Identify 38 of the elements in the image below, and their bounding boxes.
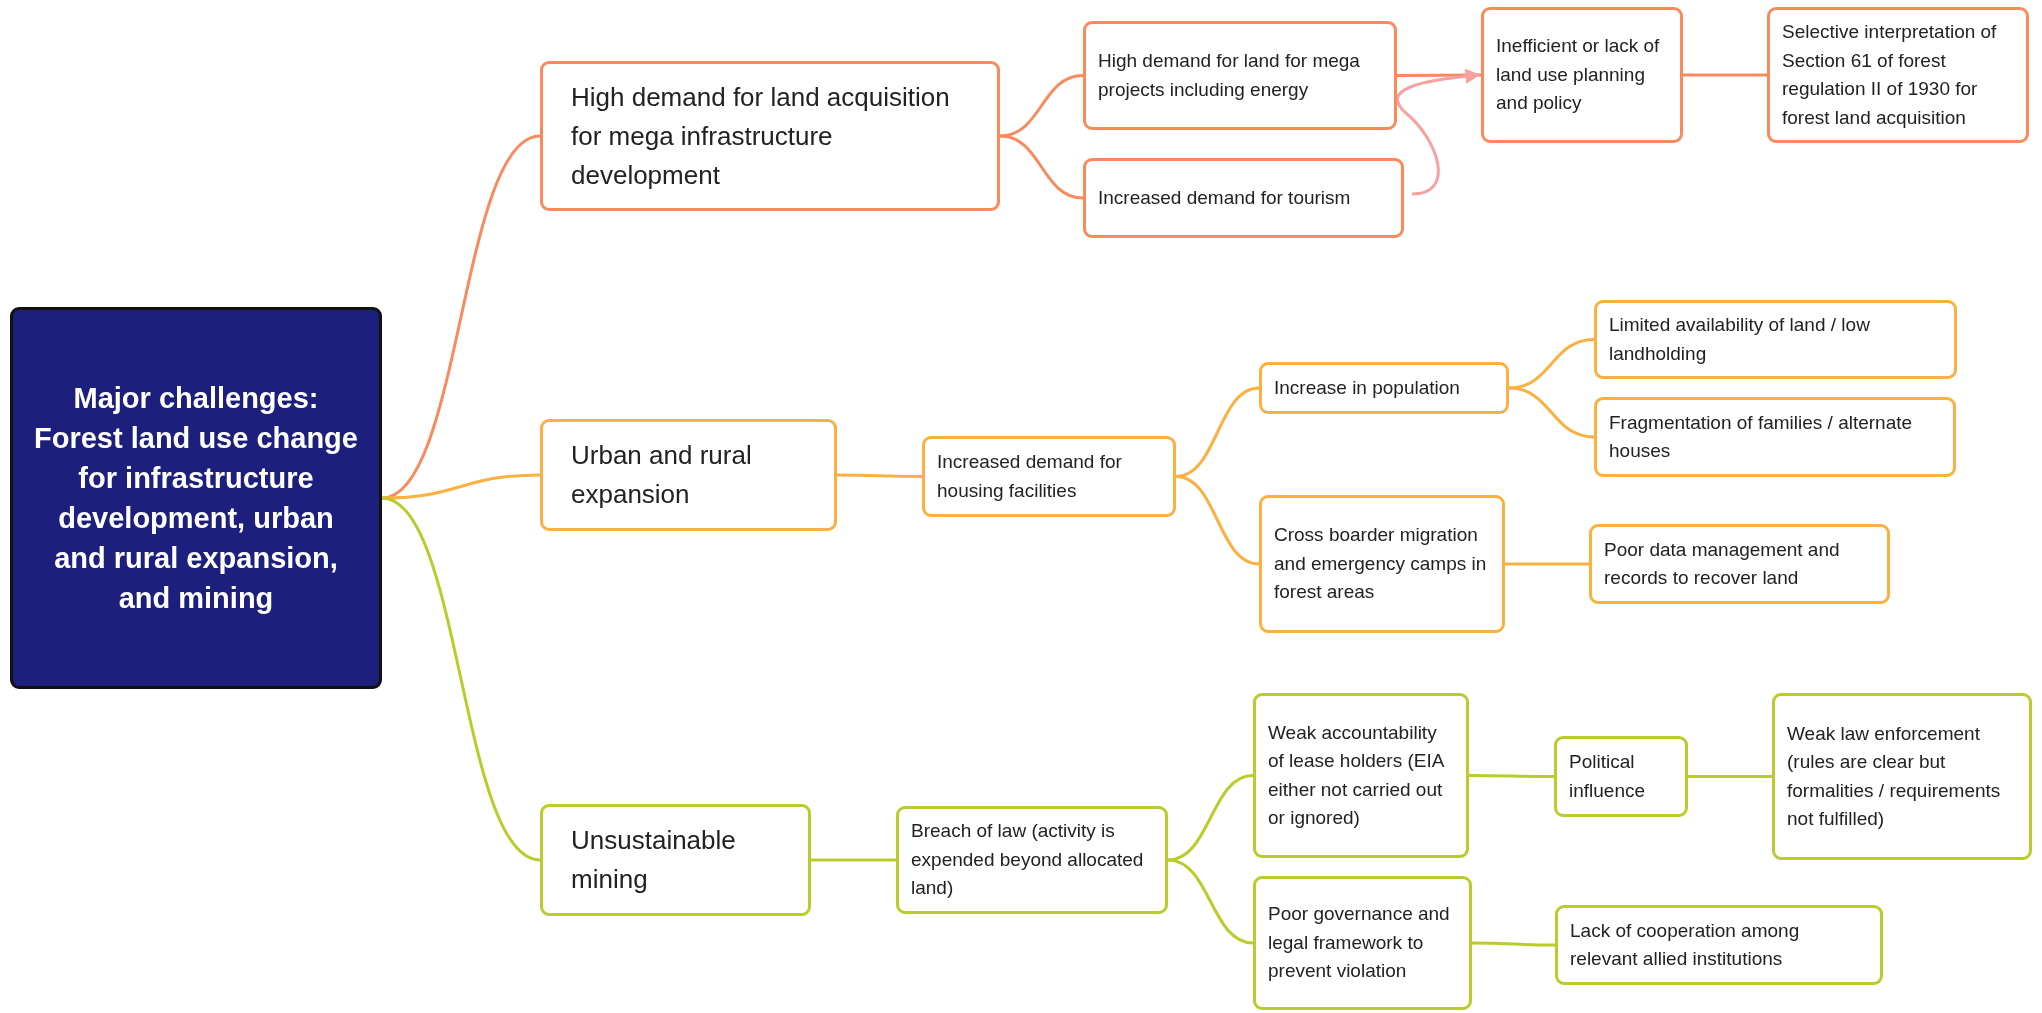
branch-box: Fragmentation of families / alternate houses <box>1594 397 1956 477</box>
branch-box: Increased demand for housing facilities <box>922 436 1176 517</box>
branch-box: Increased demand for tourism <box>1083 158 1404 238</box>
branch-box: High demand for land acquisition for mega infrastructure development <box>540 61 1000 211</box>
connector <box>1472 941 1555 947</box>
connector <box>837 473 922 478</box>
branch-box: Limited availability of land / low landholding <box>1594 300 1957 379</box>
branch-box: Poor data management and records to recover land <box>1589 524 1890 604</box>
branch-box: Breach of law (activity is expended beyond allocated land) <box>896 806 1168 914</box>
connector <box>1167 774 1254 862</box>
branch-box: Political influence <box>1554 736 1688 817</box>
connector <box>1505 562 1589 566</box>
branch-box: Lack of cooperation among relevant allied institutions <box>1555 905 1883 985</box>
connector <box>1508 338 1595 390</box>
branch-box: Urban and rural expansion <box>540 419 837 531</box>
connector <box>381 496 541 862</box>
connector <box>1508 386 1595 439</box>
connector <box>1175 475 1260 566</box>
connector <box>1688 775 1772 778</box>
branch-box: Inefficient or lack of land use planning and policy <box>1481 7 1683 143</box>
branch-box: High demand for land for mega projects including energy <box>1083 21 1397 130</box>
connector <box>1167 858 1254 945</box>
connector <box>1683 73 1767 77</box>
connector <box>381 473 541 500</box>
connector <box>999 134 1084 200</box>
connector <box>999 74 1084 138</box>
branch-box: Unsustainable mining <box>540 804 811 916</box>
connector <box>1397 73 1481 77</box>
topic-box: Major challenges: Forest land use change for infrastructure development, urban and rural expansion, and mining <box>10 307 382 689</box>
connector <box>1469 774 1554 778</box>
branch-box: Weak law enforcement (rules are clear but formalities / requirements not fulfilled) <box>1772 693 2032 860</box>
branch-box: Selective interpretation of Section 61 of forest regulation II of 1930 for forest land acquisition <box>1767 7 2029 143</box>
connector <box>811 858 896 862</box>
branch-box: Weak accountability of lease holders (EIA either not carried out or ignored) <box>1253 693 1469 858</box>
branch-box: Increase in population <box>1259 362 1509 414</box>
branch-box: Cross boarder migration and emergency camps in forest areas <box>1259 495 1505 633</box>
branch-box: Poor governance and legal framework to prevent violation <box>1253 876 1472 1010</box>
arrow <box>1396 68 1481 196</box>
